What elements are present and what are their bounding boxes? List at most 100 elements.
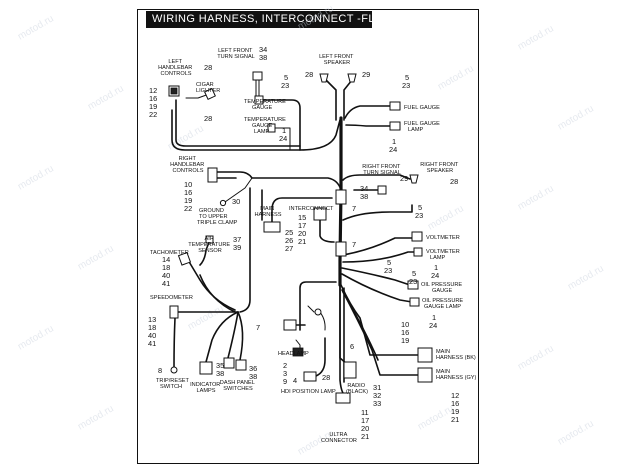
temperature-gauge-lamp-pins: 1 24	[279, 126, 288, 143]
right-handlebar-connector-icon	[207, 167, 218, 183]
right-speaker-plug-icon	[409, 174, 419, 184]
air-temperature-sensor-icon	[205, 235, 214, 244]
dash-panel-switches-icon-2	[235, 359, 247, 371]
right-speaker-pin-left: 29	[400, 174, 408, 183]
watermark-text: motod.ru	[16, 323, 56, 352]
fuel-gauge-lamp-icon	[389, 121, 401, 131]
oil-pressure-label: OIL PRESSURE GAUGE	[421, 282, 464, 294]
headlamp-label: HEADLAMP	[278, 351, 309, 357]
interconnect-connector-icon	[313, 207, 327, 221]
tachometer-icon	[177, 251, 192, 266]
main-harness-gy-pins: 12 16 19 21	[451, 391, 461, 424]
branch-number-lower-left: 7	[256, 323, 260, 332]
labels: LEFT HANDLEBAR CONTROLS 12 16 19 22 28 C…	[148, 45, 477, 444]
hdi-pin-right: 28	[322, 373, 330, 382]
watermark-text: motod.ru	[556, 418, 596, 447]
right-turn-signal-label: RIGHT FRONT TURN SIGNAL	[362, 164, 402, 176]
fuel-gauge-pins: 5 23	[402, 73, 411, 90]
watermark-text: motod.ru	[16, 13, 56, 42]
oil-pressure-gauge-pins: 5 23	[409, 269, 418, 286]
ground-label: GROUND TO UPPER TRIPLE CLAMP	[197, 208, 238, 226]
cigar-lighter-pin-top: 28	[204, 63, 212, 72]
watermark-text: motod.ru	[76, 403, 116, 432]
main-harness-bk-icon	[417, 347, 433, 363]
temperature-gauge-label: TEMPERATURE GAUGE	[244, 99, 287, 111]
hdi-bulb-icon	[314, 308, 322, 316]
watermark-text: motod.ru	[186, 303, 226, 332]
main-harness-gy-label: MAIN HARNESS (GY)	[436, 369, 477, 381]
right-turn-signal-icon	[377, 185, 387, 195]
left-turn-signal-label: LEFT FRONT TURN SIGNAL	[217, 48, 255, 60]
hdi-label: HDI POSITION LAMP	[281, 389, 336, 395]
left-turn-signal-pins: 34 38	[259, 45, 269, 62]
right-handlebar-label: RIGHT HANDLEBAR CONTROLS	[170, 156, 206, 174]
left-speaker-label: LEFT FRONT SPEAKER	[319, 54, 355, 66]
ground-pin: 30	[232, 197, 240, 206]
cigar-lighter-icon	[204, 88, 216, 100]
air-temp-pins: 37 39	[233, 235, 243, 252]
tachometer-pins: 14 18 40 41	[162, 255, 172, 288]
speedometer-icon	[169, 305, 179, 319]
main-harness-bk-label: MAIN HARNESS (BK)	[436, 349, 476, 361]
trip-reset-switch-icon	[170, 366, 178, 374]
voltmeter-lamp-label: VOLTMETER LAMP	[426, 249, 461, 261]
ultra-connector-label: ULTRA CONNECTOR	[321, 432, 357, 444]
watermark-text: motod.ru	[76, 243, 116, 272]
temperature-gauge-lamp-icon	[267, 123, 276, 133]
right-handlebar-pins: 10 16 19 22	[184, 180, 194, 213]
radio-connector-icon	[343, 361, 357, 379]
main-harness-pins: 25 26 27	[285, 228, 295, 253]
oil-pressure-lamp-label: OIL PRESSURE GAUGE LAMP	[422, 298, 465, 310]
voltmeter-icon	[411, 231, 423, 242]
interconnect-label: INTERCONNECT	[289, 206, 334, 212]
fuel-gauge-lamp-pins: 1 24	[389, 137, 398, 154]
interconnect-pins: 15 17 20 21	[298, 213, 308, 246]
left-handlebar-label: LEFT HANDLEBAR CONTROLS	[158, 59, 194, 77]
left-speaker-plug-icon	[319, 73, 329, 83]
trunk-tape-icon-2	[335, 241, 347, 257]
diagram-title: WIRING HARNESS, INTERCONNECT -FLTRI	[146, 11, 372, 28]
watermark-text: motod.ru	[436, 63, 476, 92]
temperature-gauge-icon	[254, 95, 264, 105]
left-handlebar-plug-icon	[170, 87, 178, 95]
hdi-pin-left: 4	[293, 376, 297, 385]
dash-switches-label: DASH PANEL SWITCHES	[220, 380, 256, 392]
tachometer-label: TACHOMETER	[150, 250, 189, 256]
speedometer-pins: 13 18 40 41	[148, 315, 158, 348]
left-speaker-pin-left: 28	[305, 70, 313, 79]
voltmeter-lamp-icon	[413, 247, 423, 257]
branch-number-right: 7	[352, 240, 356, 249]
dash-panel-switches-icon	[223, 357, 235, 369]
component-shapes	[168, 71, 433, 404]
watermark-text: motod.ru	[566, 263, 606, 292]
speedometer-label: SPEEDOMETER	[150, 295, 193, 301]
cigar-lighter-pin-bottom: 28	[204, 114, 212, 123]
watermark-text: motod.ru	[516, 343, 556, 372]
temperature-gauge-lamp-label: TEMPERATURE GAUGE LAMP	[244, 117, 287, 135]
watermark-text: motod.ru	[16, 163, 56, 192]
oil-pressure-gauge-icon	[407, 280, 419, 290]
fuel-gauge-lamp-label: FUEL GAUGE LAMP	[404, 121, 441, 133]
right-speaker-label: RIGHT FRONT SPEAKER	[420, 162, 460, 174]
watermark-text: motod.ru	[86, 83, 126, 112]
voltmeter-lamp-pins: 1 24	[431, 263, 440, 280]
branch-number-upper: 7	[352, 204, 356, 213]
cigar-lighter-label: CIGAR LIGHTER	[196, 82, 220, 94]
trunk-tape-icon	[335, 189, 347, 205]
indicator-lamps-icon	[199, 361, 213, 375]
radio-pins: 31 32 33	[373, 383, 383, 408]
voltmeter-voltmeter-pins-2: 5 23	[384, 258, 393, 275]
main-harness-connector-icon	[263, 221, 281, 233]
air-temp-label: AIR TEMPERATURE SENSOR	[188, 236, 231, 254]
headlamp-plug-icon	[292, 347, 304, 357]
indicator-lamps-label: INDICATOR LAMPS	[190, 382, 222, 394]
left-speaker-plug-icon-2	[347, 73, 357, 83]
right-turn-signal-pins: 34 38	[360, 184, 370, 201]
indicator-lamps-pins: 35 38	[216, 361, 226, 378]
fuel-gauge-icon	[389, 101, 401, 111]
watermark-text: motod.ru	[516, 183, 556, 212]
headlamp-connector-icon	[283, 319, 297, 331]
ultra-connector-pins: 11 17 20 21	[361, 408, 371, 441]
